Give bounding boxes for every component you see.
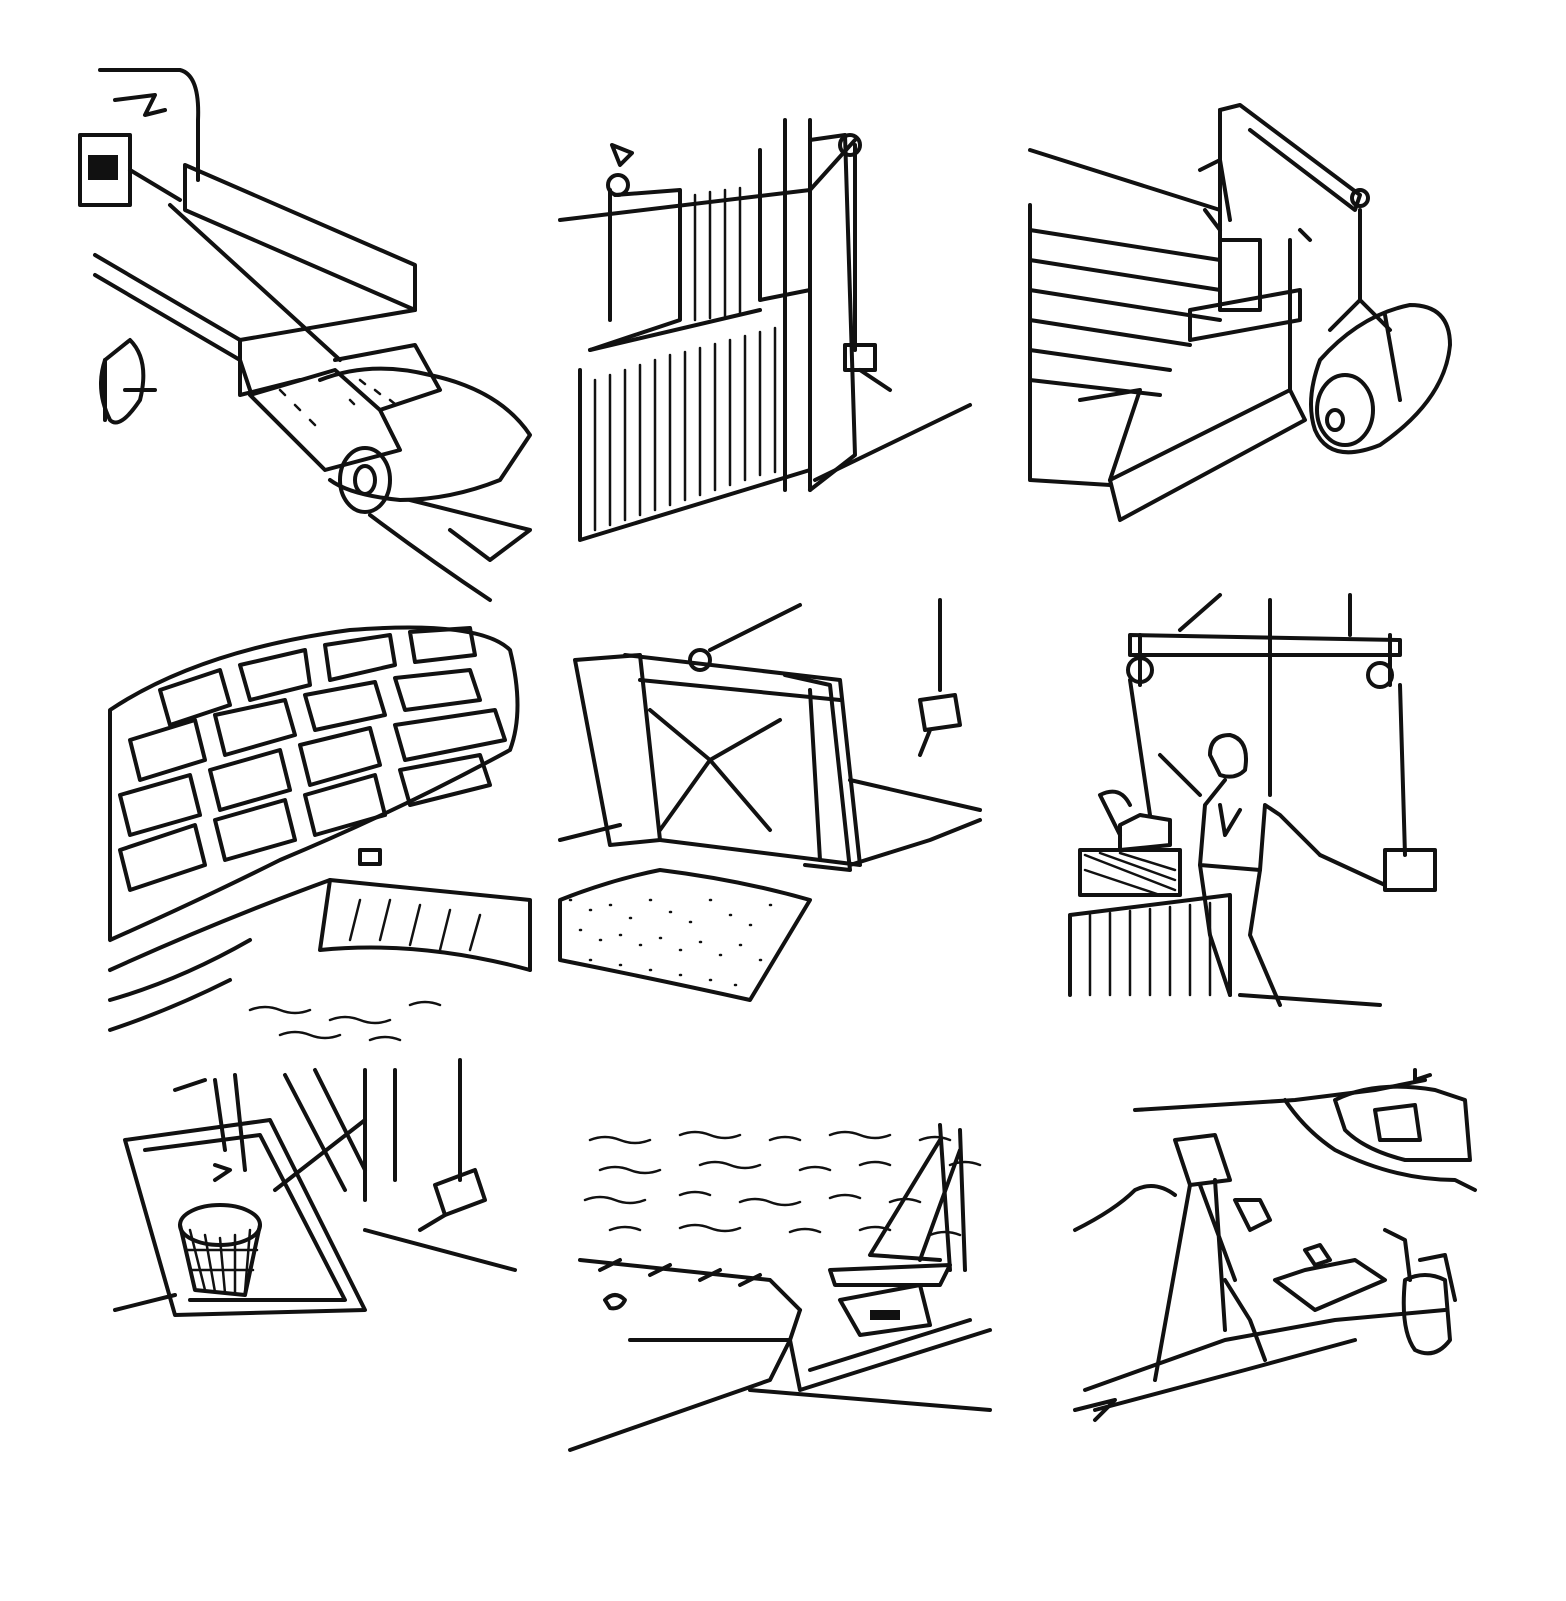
trailer-winch-icon <box>1303 1243 1332 1267</box>
hatch-winch-icon <box>358 848 382 866</box>
gantry-hoist-icon <box>1366 661 1394 689</box>
panel-hatch-lid-lift <box>108 625 532 1042</box>
panel-gate-lift <box>558 598 982 1002</box>
panel-truck-crane-drum <box>1028 103 1452 522</box>
panel-boat-trailer-winch <box>1073 1068 1477 1422</box>
panel-truck-ramp-winch <box>78 68 532 602</box>
panel-dock-sailboat <box>568 1123 992 1452</box>
wall-winch-icon <box>843 343 877 372</box>
panel-wall-winch-door <box>558 118 972 542</box>
panel-basketball-backboard <box>113 1058 517 1317</box>
gate-winch-icon <box>918 693 962 732</box>
panel-gantry-hoist-man <box>1068 593 1437 1007</box>
sailboat-winch-icon <box>838 1283 932 1337</box>
backboard-winch-icon <box>433 1168 487 1217</box>
crane-drum-icon <box>1350 188 1370 208</box>
